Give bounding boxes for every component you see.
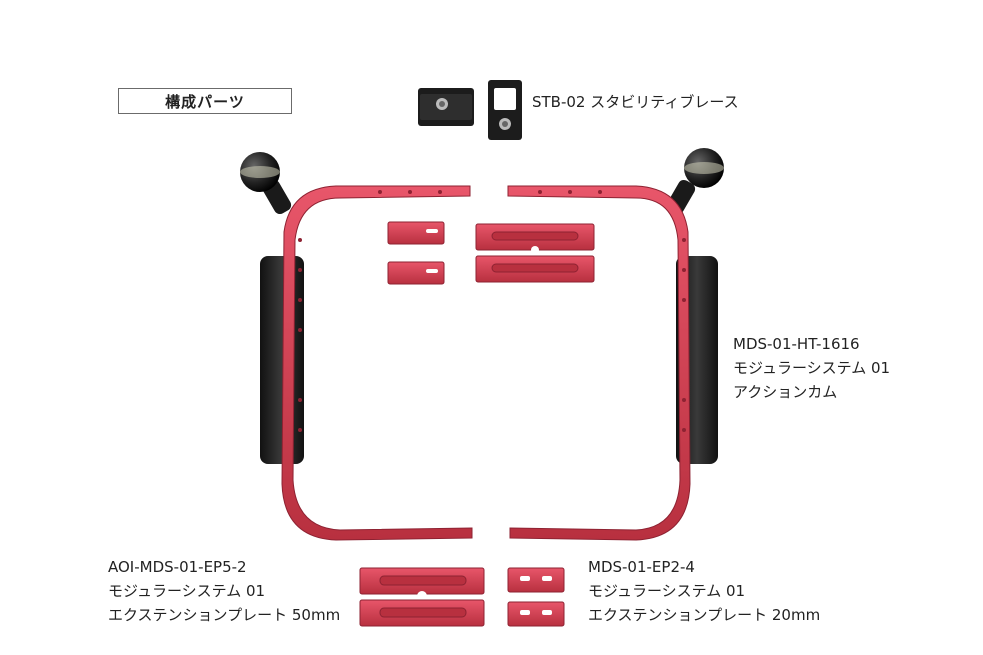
stabilizer-label: STB-02 スタビリティブレース bbox=[532, 93, 739, 111]
housing-label: MDS-01-HT-1616 モジュラーシステム 01 アクションカム bbox=[733, 332, 890, 404]
housing-left-half bbox=[240, 152, 473, 541]
ext50-type: エクステンションプレート 50mm bbox=[108, 606, 341, 624]
housing-series: モジュラーシステム 01 bbox=[733, 359, 891, 377]
ext20-type: エクステンションプレート 20mm bbox=[588, 606, 821, 624]
stability-brace-image bbox=[418, 80, 522, 140]
housing-right-half bbox=[507, 148, 724, 541]
ext50-label: AOI-MDS-01-EP5-2 モジュラーシステム 01 エクステンションプレ… bbox=[108, 555, 340, 627]
ext20-label: MDS-01-EP2-4 モジュラーシステム 01 エクステンションプレート 2… bbox=[588, 555, 820, 627]
inner-long-plates bbox=[475, 223, 595, 283]
extension-plate-20mm-image bbox=[507, 567, 565, 627]
section-title: 構成パーツ bbox=[118, 88, 292, 114]
housing-model: MDS-01-HT-1616 bbox=[733, 335, 860, 353]
ext50-series: モジュラーシステム 01 bbox=[108, 582, 266, 600]
ext50-model: AOI-MDS-01-EP5-2 bbox=[108, 558, 247, 576]
ext20-series: モジュラーシステム 01 bbox=[588, 582, 746, 600]
ext20-model: MDS-01-EP2-4 bbox=[588, 558, 695, 576]
inner-short-plates bbox=[387, 221, 445, 285]
extension-plate-50mm-image bbox=[359, 567, 485, 627]
housing-type: アクションカム bbox=[733, 383, 838, 401]
